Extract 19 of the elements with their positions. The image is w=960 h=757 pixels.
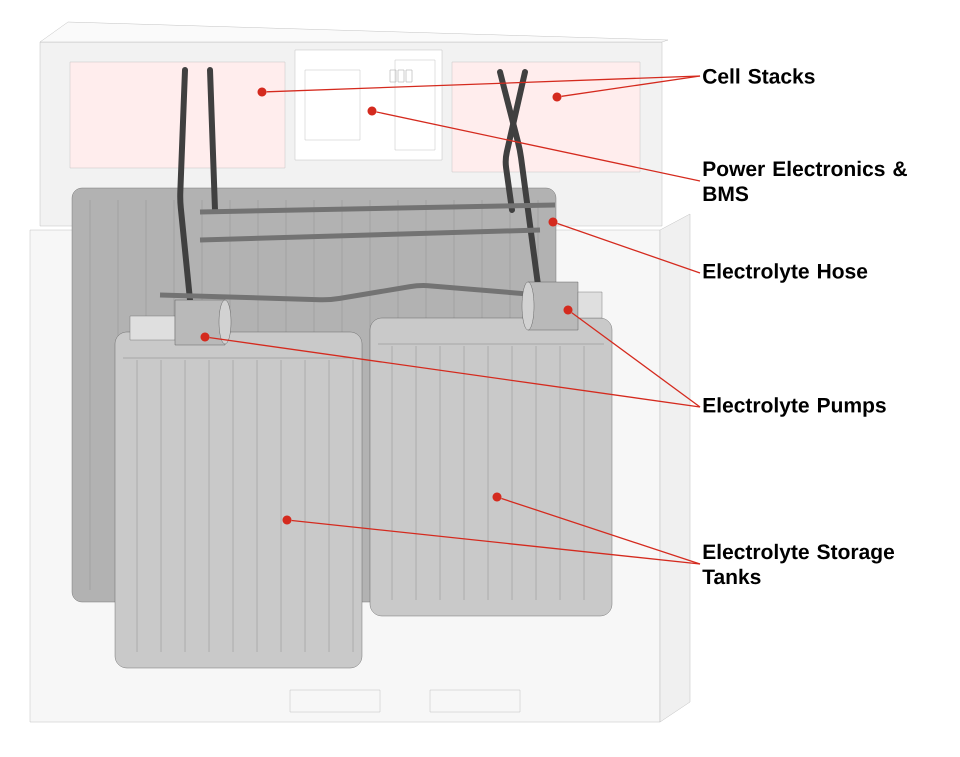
leader-line — [292, 520, 700, 565]
target-dot — [492, 492, 502, 502]
target-dot — [564, 306, 572, 314]
target-dot — [282, 516, 292, 524]
leader-line — [501, 498, 700, 565]
target-dot — [552, 92, 562, 102]
callout-label: Electrolyte Storage Tanks — [702, 544, 894, 584]
callout-label: Power Electronics & BMS — [704, 160, 907, 202]
target-dot — [368, 106, 376, 116]
leader-line — [376, 111, 700, 182]
callout-label: Cell Stacks — [703, 68, 815, 84]
leader-line — [557, 222, 700, 274]
leader-line — [210, 337, 700, 408]
target-dot — [258, 88, 266, 96]
target-dot — [548, 218, 558, 226]
callout-label: Electrolyte Hose — [704, 263, 868, 283]
target-dot — [200, 332, 210, 342]
callout-label: Electrolyte Pumps — [704, 397, 886, 417]
leader-line — [562, 75, 700, 97]
